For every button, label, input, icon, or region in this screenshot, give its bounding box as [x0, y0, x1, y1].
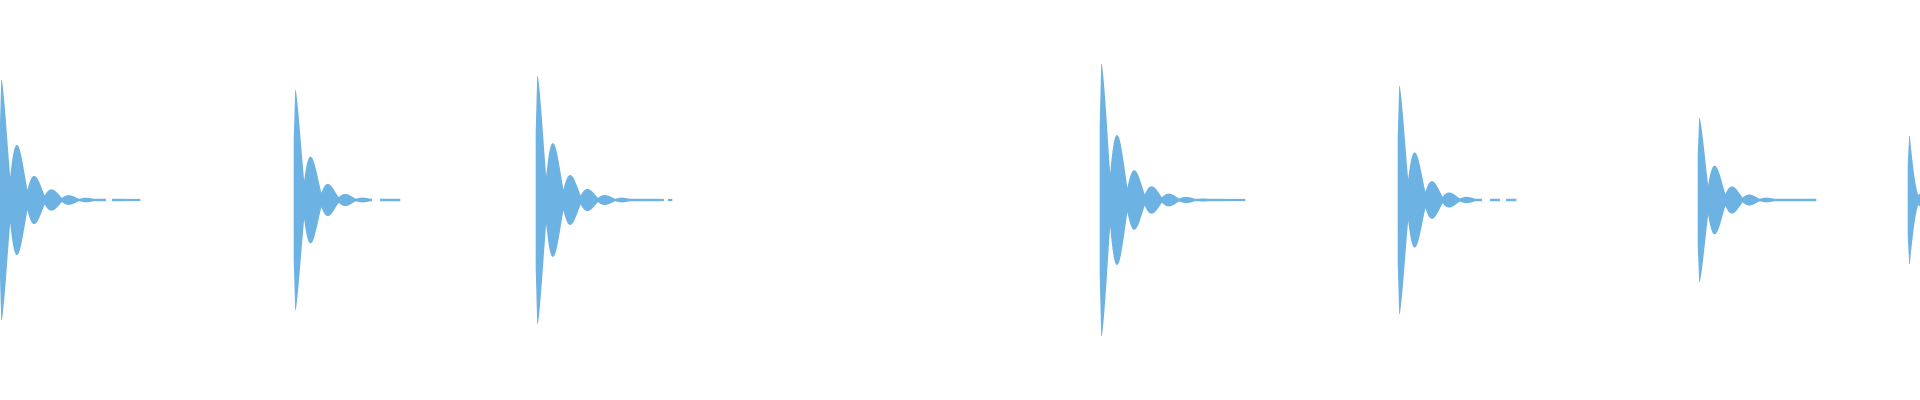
waveform-transient-7 [1907, 135, 1920, 265]
waveform-silence-gap [1482, 197, 1490, 203]
waveform-silence-gap [372, 197, 380, 203]
waveform-silence-gap [1500, 197, 1506, 203]
waveform-envelope [293, 89, 401, 311]
waveform-transient-6 [1697, 117, 1817, 283]
waveform-envelope [1397, 85, 1517, 315]
waveform-envelope [1697, 117, 1817, 283]
waveform-transient-2 [293, 89, 401, 311]
waveform-silence-gap [664, 197, 668, 203]
waveform-transient-4 [1099, 63, 1246, 337]
waveform-envelope [0, 79, 141, 321]
waveform-envelope [535, 75, 673, 325]
waveform-transient-3 [535, 75, 673, 325]
waveform-envelope [1099, 63, 1246, 337]
waveform-transient-5 [1397, 85, 1517, 315]
waveform-transient-1 [0, 79, 141, 321]
waveform-envelope [1907, 135, 1920, 265]
waveform-silence-gap [106, 197, 112, 203]
